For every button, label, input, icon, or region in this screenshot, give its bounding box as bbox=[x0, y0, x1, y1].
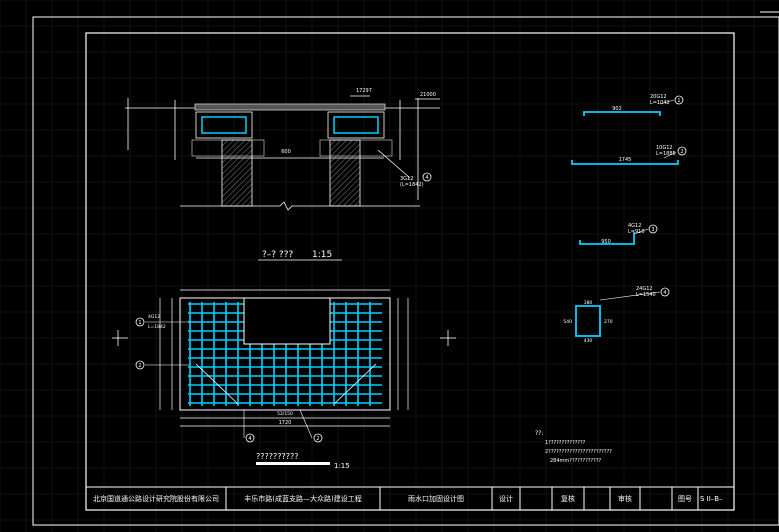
notes-line-2: 2???????????????????????? bbox=[545, 449, 612, 455]
plan-marker-2b: 2 bbox=[316, 436, 319, 442]
rebar-4-spec: 24G12 bbox=[636, 286, 653, 292]
left-wall bbox=[221, 139, 253, 207]
plan-title-bar bbox=[256, 462, 330, 465]
right-beam bbox=[327, 111, 385, 139]
tb-drawing-no-label: 图号 bbox=[678, 495, 692, 503]
right-wall bbox=[329, 139, 361, 207]
section-title: ?–? ??? bbox=[262, 250, 293, 260]
rebar-1-spec: 20G12 bbox=[650, 94, 667, 100]
tb-review: 审核 bbox=[618, 494, 632, 503]
rebar-4-dim-h: 270 bbox=[604, 319, 613, 325]
leader-2b bbox=[299, 409, 313, 439]
tb-company: 北京国道通公路设计研究院股份有限公司 bbox=[93, 494, 219, 503]
rebar-1-length: L=1042 bbox=[650, 100, 670, 106]
section-label-3g12: 3G12 bbox=[400, 176, 413, 182]
section-label-l1842: (L=1842) bbox=[400, 182, 424, 188]
rebar-1-shape bbox=[583, 111, 661, 116]
plan-rebar-grid bbox=[188, 302, 382, 406]
tb-drawing-no: S II–B– bbox=[700, 495, 723, 503]
outer-frame bbox=[32, 16, 779, 526]
plan-marker-2-circle bbox=[135, 360, 145, 370]
plan-marker-2b-circle bbox=[313, 433, 323, 443]
rebar-2-dim: 1745 bbox=[619, 157, 632, 163]
plan-view bbox=[112, 289, 456, 439]
plan-marker-1: 1 bbox=[138, 320, 141, 326]
rebar-3-spec: 4G12 bbox=[628, 223, 641, 229]
rebar-1-dim: 902 bbox=[612, 106, 622, 112]
rebar-4-dim-left: 540 bbox=[563, 319, 572, 325]
plan-diagonal-right bbox=[333, 363, 377, 405]
rebar-3-shape bbox=[579, 232, 635, 245]
section-label-17297: 17297 bbox=[356, 88, 372, 94]
rebar-2-leader bbox=[663, 151, 677, 159]
section-label-21000: 21000 bbox=[420, 92, 436, 98]
rebar-3-no: 3 bbox=[651, 227, 654, 233]
tb-drawing: 雨水口加固设计图 bbox=[408, 494, 464, 503]
plan-scale: 1:15 bbox=[334, 462, 350, 470]
rebar-4-no: 4 bbox=[663, 290, 666, 296]
rebar-2-spec: 10G12 bbox=[656, 145, 673, 151]
section-marker-circle bbox=[422, 172, 432, 182]
plan-title: ?????????? bbox=[256, 452, 298, 461]
rebar-details bbox=[571, 95, 687, 337]
plan-marker-1-circle bbox=[135, 317, 145, 327]
rebar-2-marker-circle bbox=[677, 146, 687, 156]
rebar-3-length: L=910 bbox=[628, 229, 645, 235]
left-beam-rebar bbox=[201, 116, 247, 134]
rebar-3-leader bbox=[633, 228, 649, 235]
plan-opening bbox=[243, 297, 331, 345]
rebar-1-no: 1 bbox=[677, 98, 680, 104]
right-beam-rebar bbox=[333, 116, 379, 134]
rebar-4-marker-circle bbox=[660, 287, 670, 297]
rebar-2-no: 2 bbox=[680, 149, 683, 155]
section-scale: 1:15 bbox=[312, 250, 332, 260]
section-view bbox=[125, 95, 440, 211]
notes-heading: ??: bbox=[535, 430, 543, 437]
section-marker-4: 4 bbox=[425, 175, 428, 181]
notes-line-1: 1?????????????? bbox=[545, 440, 586, 446]
rebar-3-dim: 950 bbox=[601, 239, 611, 245]
tb-project: 丰乐市路(成蓝支路—大众路)建设工程 bbox=[244, 494, 361, 503]
rebar-1-marker-circle bbox=[674, 95, 684, 105]
plan-marker-4-circle bbox=[245, 433, 255, 443]
rebar-4-shape bbox=[575, 305, 601, 337]
plan-diagonal-left bbox=[195, 363, 239, 405]
rebar-4-dim-w: 430 bbox=[584, 338, 593, 344]
tb-design: 设计 bbox=[499, 494, 513, 503]
rebar-4-length: L=1540 bbox=[636, 292, 656, 298]
rebar-4-leader bbox=[599, 291, 661, 301]
title-block-frame bbox=[85, 486, 735, 511]
rebar-4-dim-top: 380 bbox=[584, 300, 593, 306]
rebar-1-leader bbox=[659, 99, 675, 105]
plan-dim-inner: 52/150 bbox=[277, 411, 293, 417]
break-line bbox=[180, 201, 420, 211]
tb-check: 复核 bbox=[561, 494, 575, 503]
plan-rebar-label-b: L=1842 bbox=[148, 324, 166, 330]
rebar-2-length: L=1885 bbox=[656, 151, 676, 157]
rebar-3-marker-circle bbox=[648, 224, 658, 234]
leader-line bbox=[377, 149, 411, 179]
rebar-2-shape bbox=[571, 160, 679, 165]
plan-dim-width: 1720 bbox=[279, 420, 292, 426]
notes-line-3: 284mm???????????? bbox=[550, 458, 601, 464]
section-dim-600: 600 bbox=[281, 149, 291, 155]
plan-marker-4: 4 bbox=[248, 436, 251, 442]
plan-marker-2: 2 bbox=[138, 363, 141, 369]
pavement-layer bbox=[194, 103, 386, 111]
plan-rebar-label-a: 4G12 bbox=[148, 314, 160, 320]
title-block bbox=[85, 486, 735, 511]
left-beam bbox=[195, 111, 253, 139]
